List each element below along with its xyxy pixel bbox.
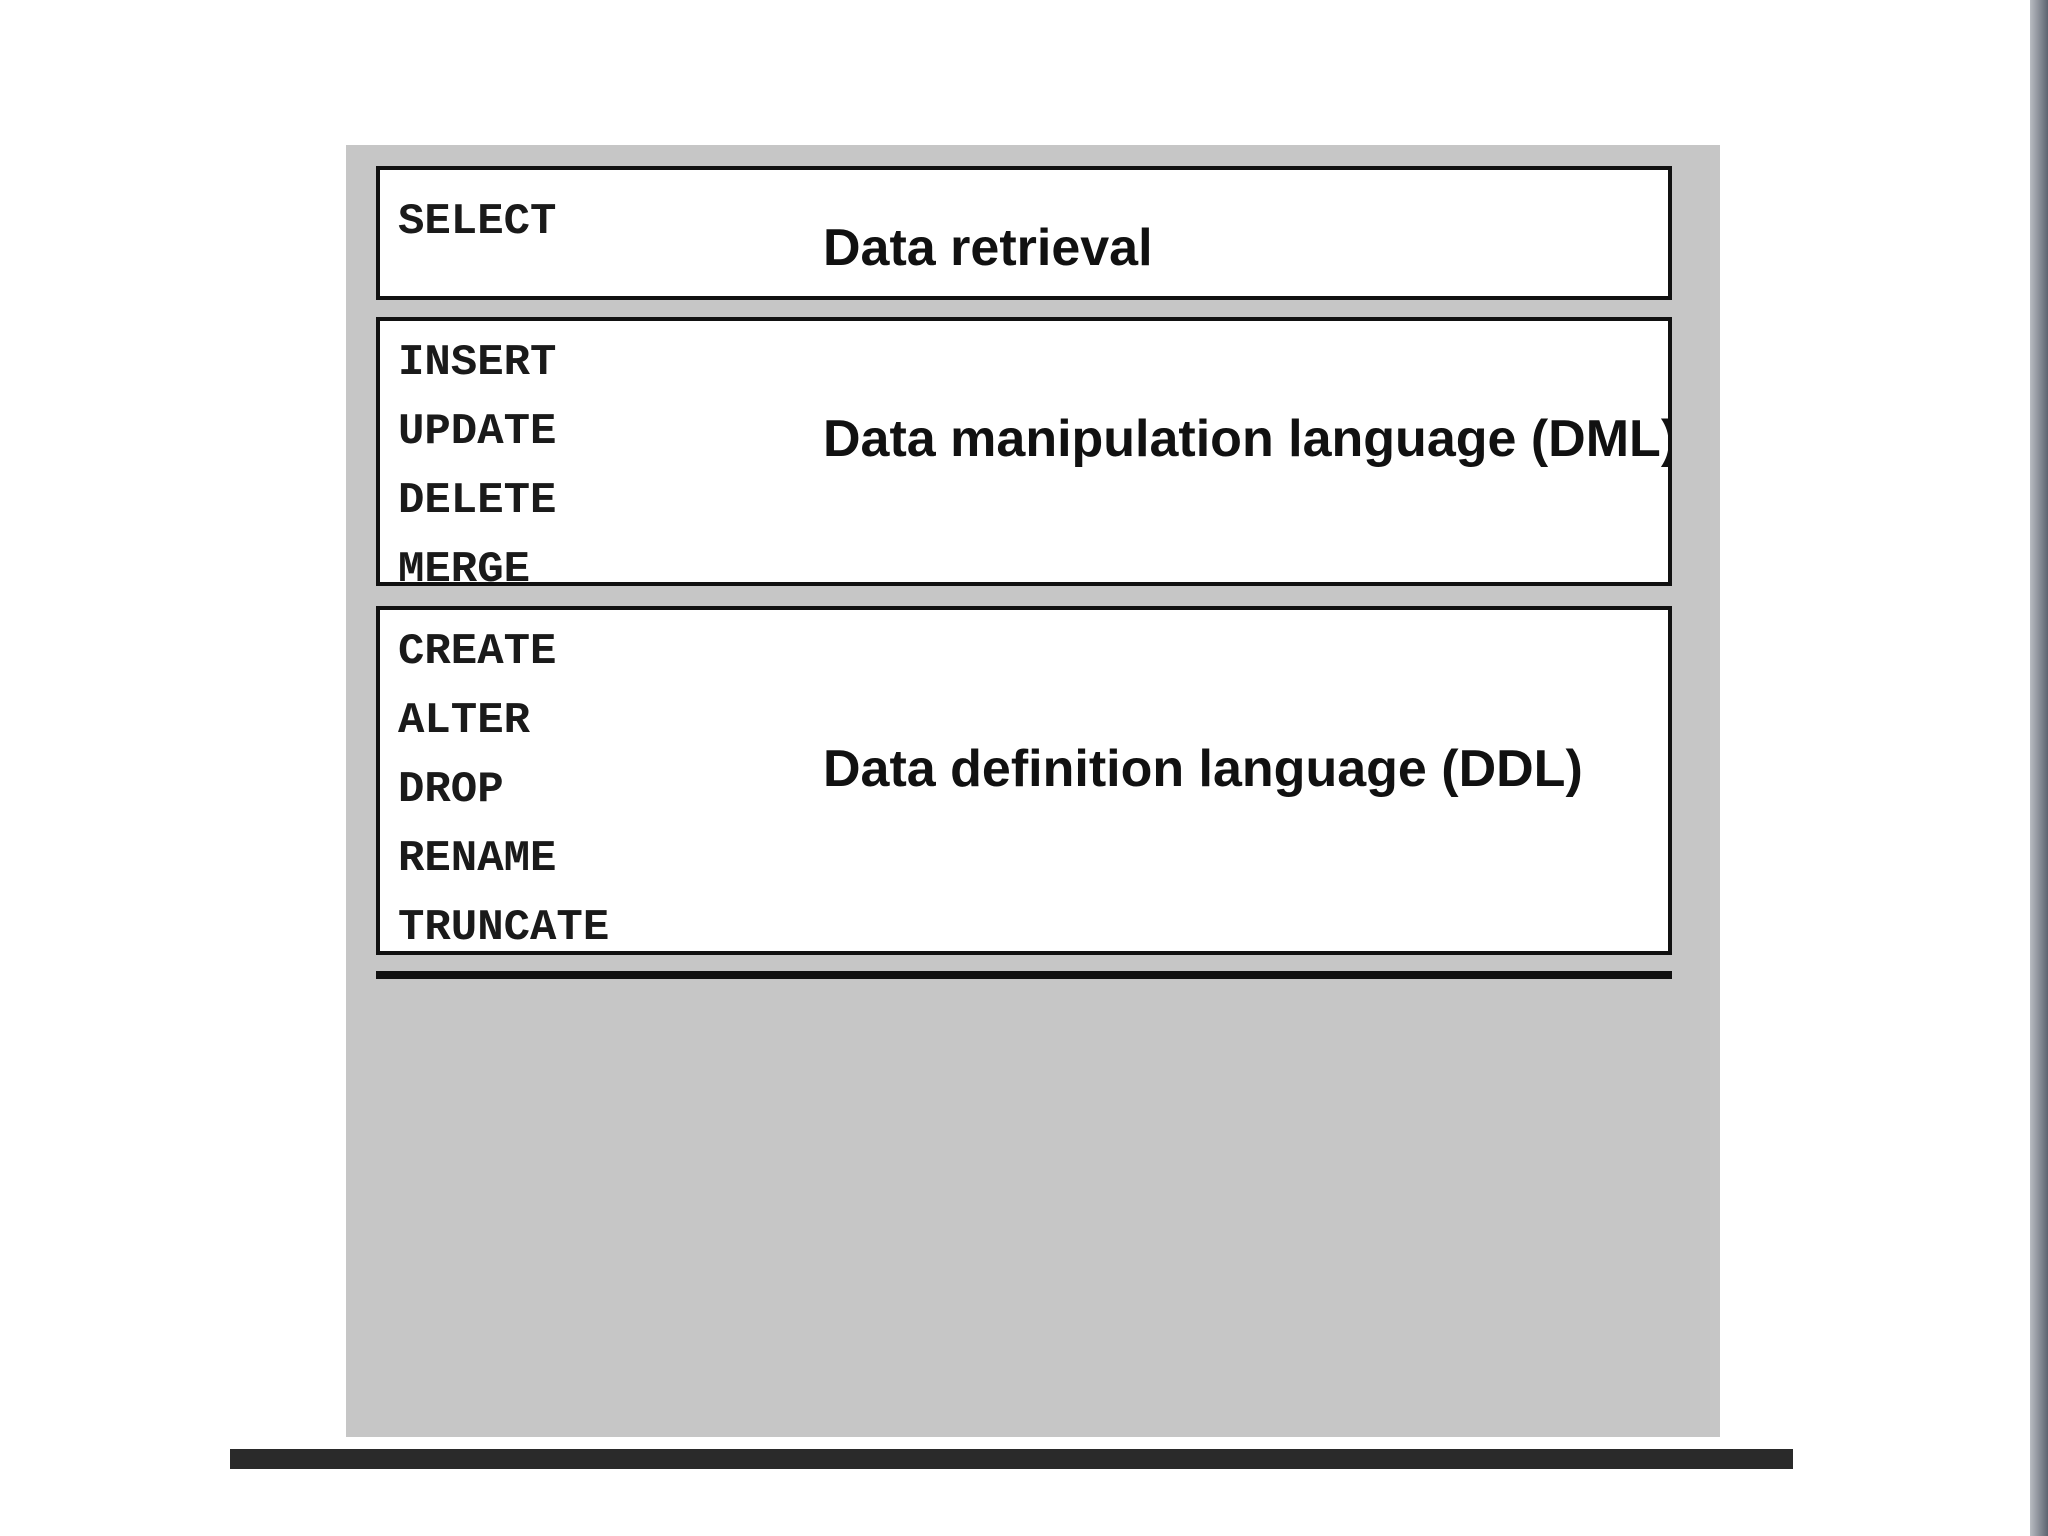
command-rename: RENAME [398, 834, 557, 884]
category-label-ddl: Data definition language (DDL) [823, 740, 1583, 798]
group-box-transaction-control [376, 971, 1672, 979]
command-delete: DELETE [398, 476, 557, 526]
command-create: CREATE [398, 627, 557, 677]
group-box-data-retrieval: SELECT Data retrieval [376, 166, 1672, 300]
window-edge [2030, 0, 2048, 1536]
group-box-dml: INSERT UPDATE DELETE MERGE Data manipula… [376, 317, 1672, 586]
category-label-dml: Data manipulation language (DML) [823, 410, 1672, 468]
sql-statements-panel: SELECT Data retrieval INSERT UPDATE DELE… [346, 145, 1720, 1437]
command-insert: INSERT [398, 338, 557, 388]
bottom-divider-bar [230, 1449, 1793, 1469]
command-alter: ALTER [398, 696, 531, 746]
category-label-data-retrieval: Data retrieval [823, 219, 1153, 277]
command-merge: MERGE [398, 545, 531, 586]
command-update: UPDATE [398, 407, 557, 457]
command-drop: DROP [398, 765, 504, 815]
command-truncate: TRUNCATE [398, 903, 610, 953]
command-select: SELECT [398, 197, 557, 247]
group-box-ddl: CREATE ALTER DROP RENAME TRUNCATE Data d… [376, 606, 1672, 955]
